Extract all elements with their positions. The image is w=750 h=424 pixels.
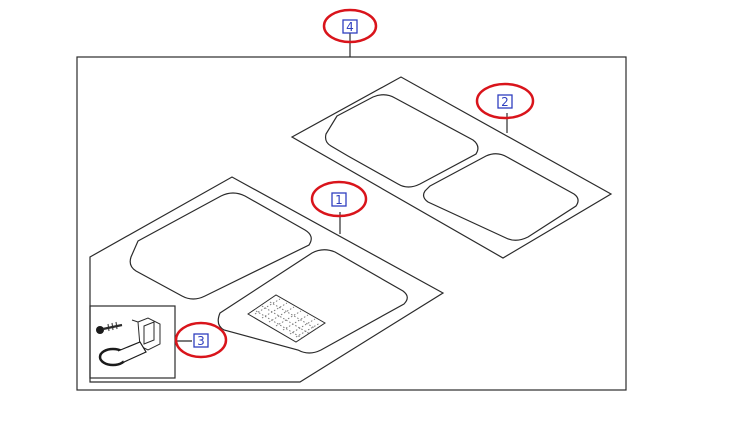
highlight-ring <box>310 180 368 218</box>
detail-frame <box>89 305 176 379</box>
callout-2[interactable]: 2 <box>475 82 535 120</box>
rear-mat-left-pad <box>324 94 479 188</box>
front-floor-mat-set <box>89 176 445 383</box>
heel-pad <box>247 294 326 343</box>
screw-icon <box>96 321 123 334</box>
highlight-ring <box>475 82 535 120</box>
callout-4[interactable]: 4 <box>322 8 378 44</box>
front-mat-left-pad <box>129 192 312 300</box>
highlight-ring <box>322 8 378 44</box>
rear-floor-mat-set <box>290 76 613 259</box>
callout-box <box>331 192 347 207</box>
rear-mat-right-pad <box>422 153 579 241</box>
front-mat-outline <box>89 176 445 383</box>
callout-label: 2 <box>501 95 509 109</box>
callout-3[interactable]: 3 <box>174 321 228 359</box>
callout-label: 1 <box>335 193 343 207</box>
callout-box <box>193 333 209 348</box>
callout-box <box>497 94 513 109</box>
callout-label: 4 <box>346 20 354 34</box>
diagram-frame <box>76 56 627 391</box>
callout-1[interactable]: 1 <box>310 180 368 218</box>
highlight-ring <box>174 321 228 359</box>
front-mat-right-pad <box>217 249 408 354</box>
callout-label: 3 <box>197 334 205 348</box>
callout-box <box>342 19 358 34</box>
rear-mat-outline <box>290 76 613 259</box>
fastener-icon <box>98 341 147 367</box>
